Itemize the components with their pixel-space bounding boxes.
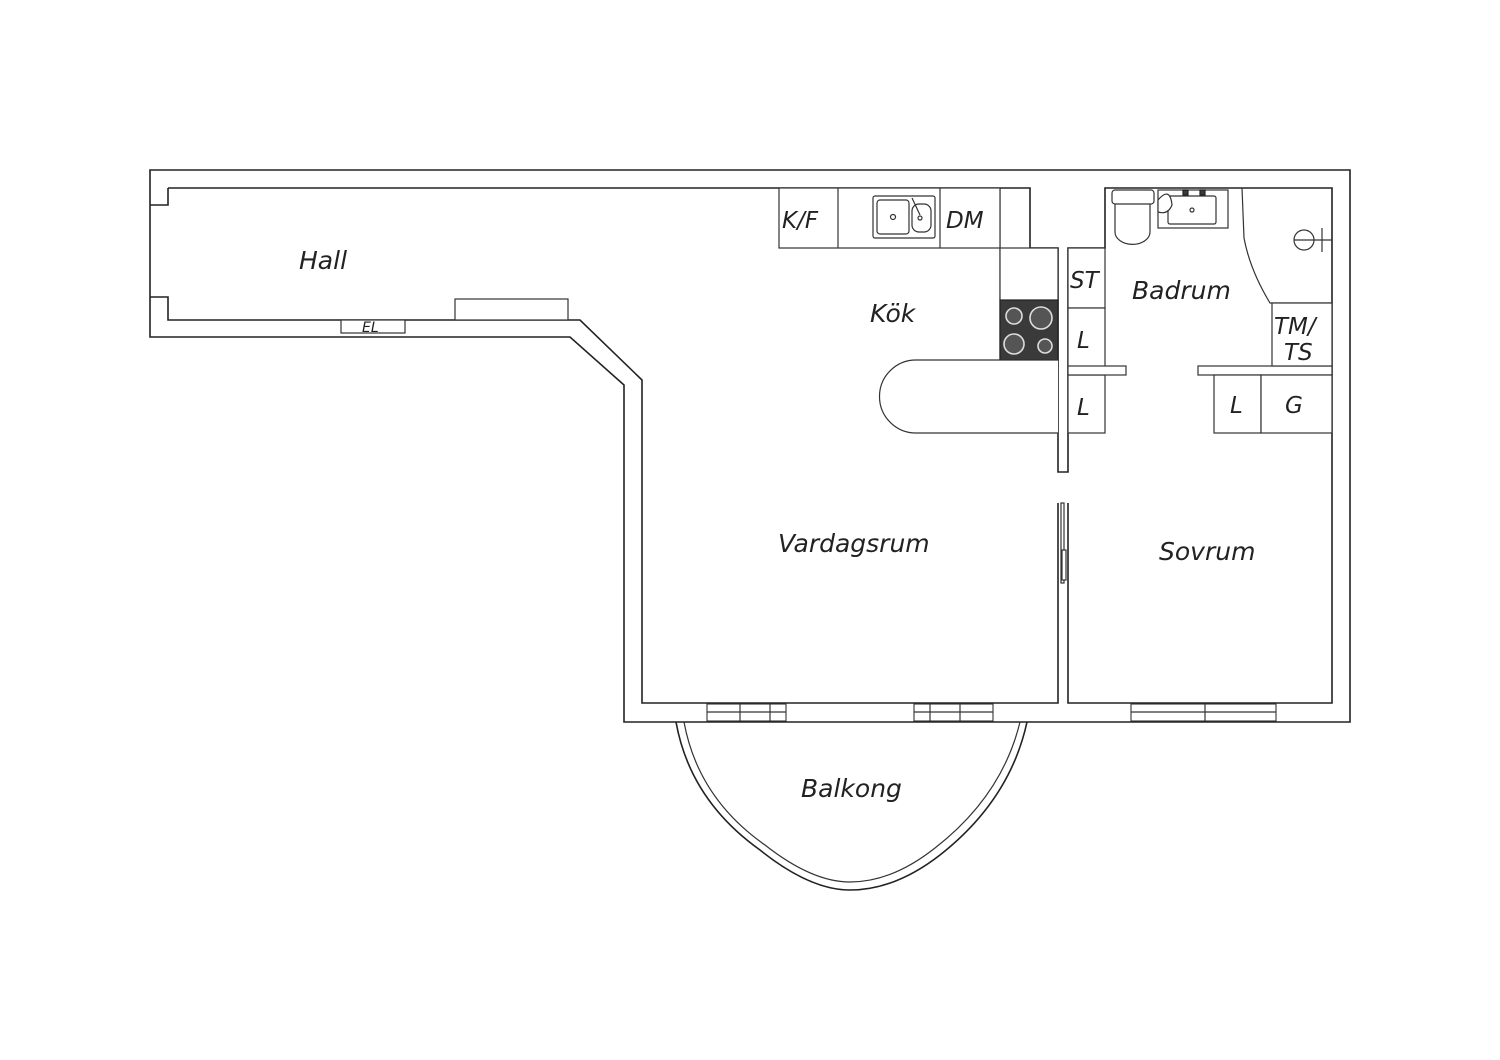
windows <box>706 703 1277 722</box>
room-bathroom-label: Badrum <box>1132 276 1231 305</box>
washer-tm-label: TM/ <box>1274 314 1318 340</box>
room-kitchen-label: Kök <box>870 299 917 328</box>
exterior-walls <box>149 169 1351 723</box>
electrical-cabinet: EL <box>340 319 406 336</box>
balcony <box>675 721 1028 891</box>
washer-dryer <box>1271 302 1333 367</box>
linen-l3-label: L <box>1230 393 1243 419</box>
linen-l2-label: L <box>1077 395 1090 421</box>
sink-icon <box>872 195 936 239</box>
bathroom-fixtures: TM/ TS <box>1111 187 1333 367</box>
dishwasher-label: DM <box>946 208 984 234</box>
room-hall-label: Hall <box>299 246 347 275</box>
hall-shelf <box>454 298 569 321</box>
room-balcony-label: Balkong <box>801 774 902 803</box>
toilet-icon <box>1111 189 1155 245</box>
closets-left: ST L L <box>1067 247 1106 434</box>
sliding-door <box>1060 502 1067 584</box>
kitchen-column <box>999 247 1059 361</box>
kitchen-island <box>878 359 1058 434</box>
shower-icon <box>1241 187 1332 304</box>
room-living-label: Vardagsrum <box>778 529 930 558</box>
room-bedroom-label: Sovrum <box>1159 537 1255 566</box>
storage-st-label: ST <box>1070 268 1101 294</box>
linen-l1-label: L <box>1077 328 1090 354</box>
dryer-ts-label: TS <box>1284 340 1313 366</box>
fridge-freezer-label: K/F <box>782 208 819 234</box>
el-label: EL <box>362 320 379 336</box>
room-labels: Hall Kök Badrum Vardagsrum Sovrum Balkon… <box>299 246 1255 803</box>
kitchen-counter: K/F DM <box>778 187 1001 249</box>
washbasin-icon <box>1157 189 1229 229</box>
bathroom-walls <box>1067 365 1333 376</box>
closets-bedroom: L G <box>1213 374 1333 434</box>
wardrobe-g-label: G <box>1285 393 1303 419</box>
